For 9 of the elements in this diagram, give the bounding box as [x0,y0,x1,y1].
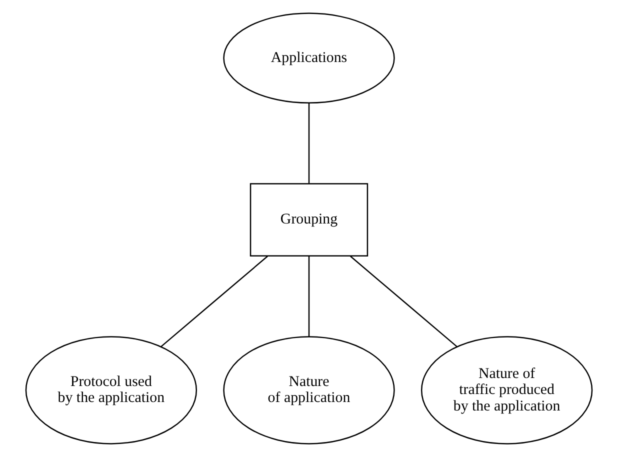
connector [308,256,310,337]
connector [160,256,268,348]
node-ellipse: Protocol used by the application [25,336,198,444]
node-ellipse: Nature of application [223,336,395,444]
node-ellipse: Applications [223,12,395,104]
connector [350,256,458,348]
node-ellipse: Nature of traffic produced by the application [420,336,593,444]
node-box: Grouping [250,183,368,256]
connector [308,103,310,184]
